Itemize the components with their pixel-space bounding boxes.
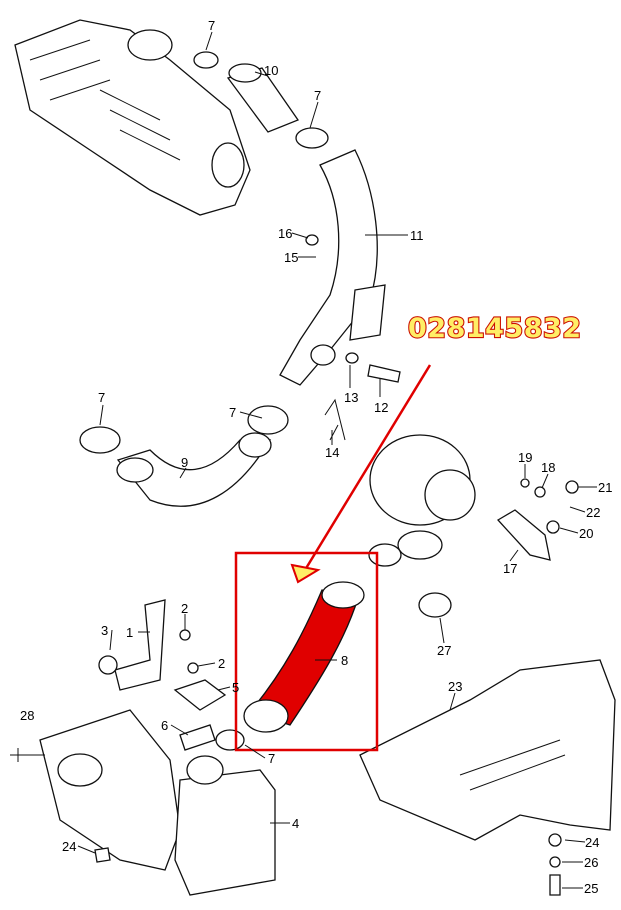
label-2: 2	[181, 601, 188, 616]
part-number: 028145832	[408, 313, 582, 344]
highlighted-hose-8	[243, 581, 365, 733]
label-13: 13	[344, 390, 358, 405]
label-28: 28	[20, 708, 34, 723]
intake-manifold	[14, 19, 251, 216]
label-17: 17	[503, 561, 517, 576]
label-18: 18	[541, 460, 555, 475]
label-12: 12	[374, 400, 388, 415]
label-7: 7	[268, 751, 275, 766]
label-15: 15	[284, 250, 298, 265]
label-4: 4	[292, 816, 299, 831]
label-1: 1	[126, 625, 133, 640]
label-6: 6	[161, 718, 168, 733]
label-8: 8	[341, 653, 348, 668]
label-10: 10	[264, 63, 278, 78]
highlight-box	[234, 551, 379, 752]
callout-labels: 7 10 7 16 11 15 13 12 7 7 9 14 19 18 21 …	[20, 18, 612, 896]
label-16: 16	[278, 226, 292, 241]
turbocharger	[368, 434, 476, 618]
pointer-arrow	[303, 364, 432, 571]
label-11: 11	[410, 228, 424, 243]
air-duct-23	[359, 659, 616, 896]
hose-10	[193, 51, 329, 149]
label-22: 22	[586, 505, 600, 520]
label-14: 14	[325, 445, 339, 460]
label-2: 2	[218, 656, 225, 671]
label-23: 23	[448, 679, 462, 694]
label-19: 19	[518, 450, 532, 465]
label-7: 7	[229, 405, 236, 420]
label-20: 20	[579, 526, 593, 541]
hose-9	[79, 398, 346, 507]
arrow-head-icon	[290, 563, 321, 584]
label-24: 24	[62, 839, 76, 854]
label-7: 7	[208, 18, 215, 33]
label-26: 26	[584, 855, 598, 870]
label-25: 25	[584, 881, 598, 896]
label-3: 3	[101, 623, 108, 638]
intercooler-4	[10, 709, 276, 896]
label-9: 9	[181, 455, 188, 470]
bracket-1	[98, 599, 227, 751]
label-7: 7	[98, 390, 105, 405]
label-27: 27	[437, 643, 451, 658]
label-21: 21	[598, 480, 612, 495]
label-5: 5	[232, 680, 239, 695]
bracket-17	[496, 478, 579, 561]
label-24: 24	[585, 835, 599, 850]
label-7: 7	[314, 88, 321, 103]
pipe-11	[279, 149, 401, 386]
